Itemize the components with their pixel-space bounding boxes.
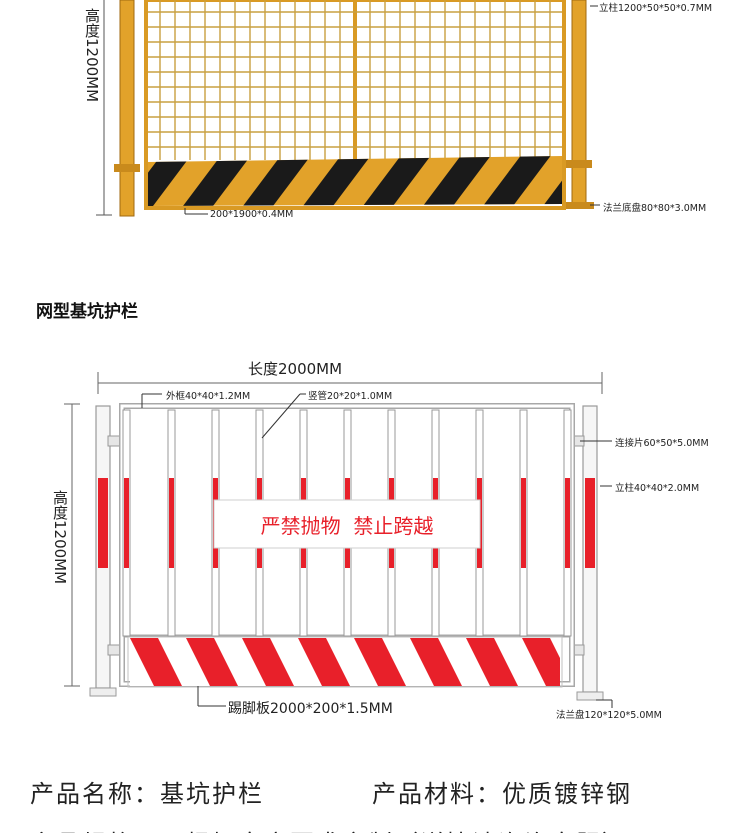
kickboard-label: 踢脚板2000*200*1.5MM: [228, 701, 393, 717]
tube-label: 竖管20*20*1.0MM: [308, 391, 393, 402]
spec-material: 产品材料：优质镀锌钢: [372, 780, 632, 808]
spec-size: 产品规格：可根据客户要求定制（详情请咨询客服）: [30, 824, 628, 833]
top-flange-label: 法兰底盘80*80*3.0MM: [603, 203, 707, 214]
top-post-label: 立柱1200*50*50*0.7MM: [599, 3, 713, 14]
top-kick-plate: [148, 156, 562, 206]
bottom-length-label: 长度2000MM: [248, 360, 343, 378]
spec-size-row: 产品规格：可根据客户要求定制（详情请咨询客服）: [0, 818, 750, 833]
connector-label: 连接片60*50*5.0MM: [615, 438, 709, 449]
bottom-kick-plate: [130, 638, 560, 686]
top-fence-drawing: [96, 0, 600, 217]
section-title: 网型基坑护栏: [36, 302, 138, 322]
bottom-post-label: 立柱40*40*2.0MM: [615, 483, 700, 494]
bottom-flange-label: 法兰盘120*120*5.0MM: [556, 710, 662, 721]
sign-text: 严禁抛物 禁止跨越: [260, 514, 434, 538]
bottom-height-label: 高度1200MM: [51, 490, 69, 585]
top-height-label: 高度1200MM: [83, 8, 101, 103]
spec-name: 产品名称：基坑护栏: [30, 780, 264, 808]
frame-label: 外框40*40*1.2MM: [166, 391, 251, 402]
top-mesh: [148, 0, 562, 160]
bottom-fence-figure: 长度2000MM 高度1200MM 外框40*40*1.2MM 竖管20*20*…: [20, 360, 730, 811]
top-fence-figure: 高度1200MM 立柱1200*50*50*0.7MM 200*1900*0.4…: [0, 0, 750, 240]
top-left-post: [119, 0, 135, 217]
top-plate-label: 200*1900*0.4MM: [210, 209, 294, 220]
bottom-fence-drawing: [20, 372, 730, 811]
sign-board: [213, 499, 481, 549]
